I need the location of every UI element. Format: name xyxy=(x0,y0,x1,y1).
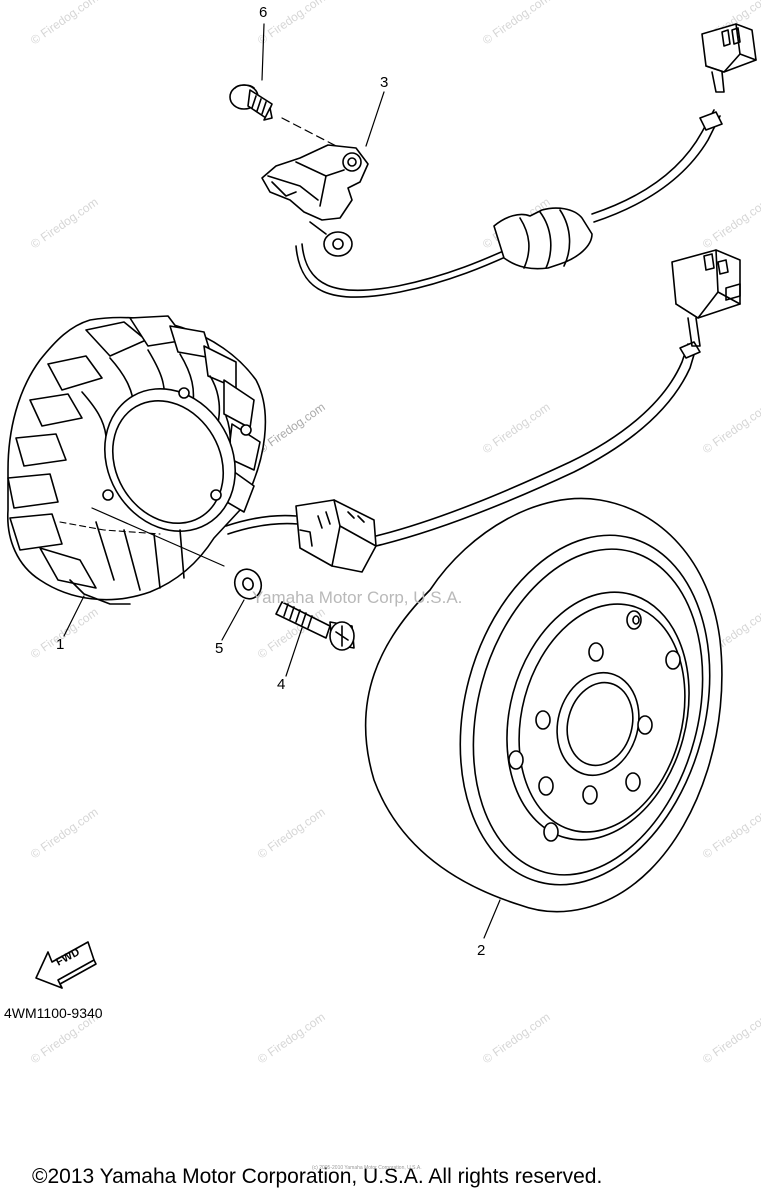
watermark-center: Yamaha Motor Corp, U.S.A. xyxy=(252,588,463,607)
callout-5: 5 xyxy=(215,640,224,657)
callout-2: 2 xyxy=(477,942,486,959)
fineprint: (c) 2005-2010 Yamaha Motor Corporation, … xyxy=(312,1165,422,1171)
stator-1 xyxy=(7,315,267,605)
screw-4 xyxy=(275,601,355,651)
grommet xyxy=(493,207,593,270)
flywheel-2 xyxy=(364,497,723,913)
callout-1: 1 xyxy=(56,636,65,653)
connector-top xyxy=(701,23,757,93)
bolt-6 xyxy=(229,84,273,121)
fwd-arrow-icon xyxy=(35,941,97,989)
callout-3: 3 xyxy=(380,74,389,91)
diagram-code: 4WM1100-9340 xyxy=(4,1005,103,1021)
washer-5 xyxy=(233,568,263,600)
copyright-footer: ©2013 Yamaha Motor Corporation, U.S.A. A… xyxy=(32,1165,603,1188)
callout-4: 4 xyxy=(277,676,286,693)
pickup-coil-3 xyxy=(261,144,369,257)
connector-mid xyxy=(671,249,741,347)
callout-6: 6 xyxy=(259,4,268,21)
stator-connector xyxy=(295,499,377,573)
